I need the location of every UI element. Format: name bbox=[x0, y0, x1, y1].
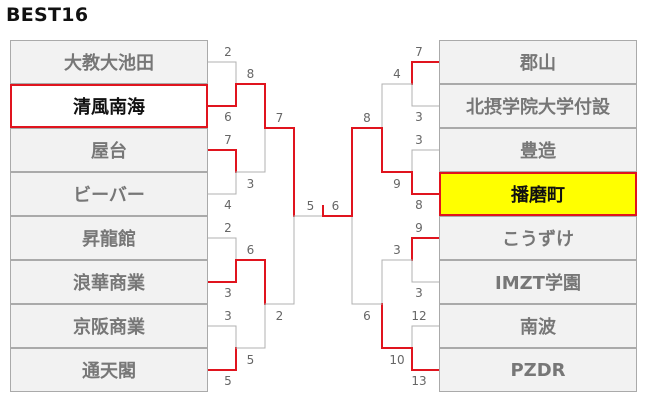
left-r1-score: 3 bbox=[224, 309, 232, 323]
left-r1-score: 7 bbox=[224, 133, 232, 147]
left-team-3[interactable]: 屋台 bbox=[10, 128, 208, 172]
page-title: BEST16 bbox=[6, 4, 89, 26]
left-team-1[interactable]: 大教大池田 bbox=[10, 40, 208, 84]
left-team-2[interactable]: 清風南海 bbox=[10, 84, 208, 128]
right-team-3[interactable]: 豊造 bbox=[439, 128, 637, 172]
right-r2-score: 9 bbox=[393, 177, 401, 191]
left-r1-score: 4 bbox=[224, 198, 232, 212]
right-r1-score: 7 bbox=[415, 45, 423, 59]
left-r3-score: 7 bbox=[275, 111, 284, 125]
right-r1-score: 3 bbox=[415, 286, 423, 300]
right-team-1[interactable]: 郡山 bbox=[439, 40, 637, 84]
right-r1-score: 12 bbox=[411, 309, 427, 323]
left-r1-score: 2 bbox=[224, 221, 232, 235]
left-r3-score: 2 bbox=[275, 309, 284, 323]
left-r1-score: 6 bbox=[224, 110, 232, 124]
left-team-4[interactable]: ビーバー bbox=[10, 172, 208, 216]
right-r1-score: 3 bbox=[415, 110, 423, 124]
left-r1-score: 2 bbox=[224, 45, 232, 59]
left-r2-score: 3 bbox=[246, 177, 255, 191]
right-team-5[interactable]: こうずけ bbox=[439, 216, 637, 260]
left-r2-score: 8 bbox=[246, 67, 255, 81]
right-r1-score: 8 bbox=[415, 198, 423, 212]
right-team-2[interactable]: 北摂学院大学付設 bbox=[439, 84, 637, 128]
right-team-8[interactable]: PZDR bbox=[439, 348, 637, 392]
right-team-7[interactable]: 南波 bbox=[439, 304, 637, 348]
right-final-score: 6 bbox=[331, 199, 340, 213]
left-team-5[interactable]: 昇龍館 bbox=[10, 216, 208, 260]
left-r2-score: 6 bbox=[246, 243, 255, 257]
right-r3-score: 6 bbox=[363, 309, 371, 323]
left-r1-score: 5 bbox=[224, 374, 232, 388]
right-team-6[interactable]: IMZT学園 bbox=[439, 260, 637, 304]
left-team-7[interactable]: 京阪商業 bbox=[10, 304, 208, 348]
right-r1-score: 3 bbox=[415, 133, 423, 147]
left-final-score: 5 bbox=[306, 199, 315, 213]
left-r2-score: 5 bbox=[246, 353, 255, 367]
right-r1-score: 13 bbox=[411, 374, 427, 388]
right-r2-score: 3 bbox=[393, 243, 401, 257]
left-team-6[interactable]: 浪華商業 bbox=[10, 260, 208, 304]
right-r1-score: 9 bbox=[415, 221, 423, 235]
right-r2-score: 10 bbox=[389, 353, 405, 367]
left-r1-score: 3 bbox=[224, 286, 232, 300]
left-team-8[interactable]: 通天閣 bbox=[10, 348, 208, 392]
right-r2-score: 4 bbox=[393, 67, 401, 81]
right-r3-score: 8 bbox=[363, 111, 371, 125]
right-team-4[interactable]: 播磨町 bbox=[439, 172, 637, 216]
